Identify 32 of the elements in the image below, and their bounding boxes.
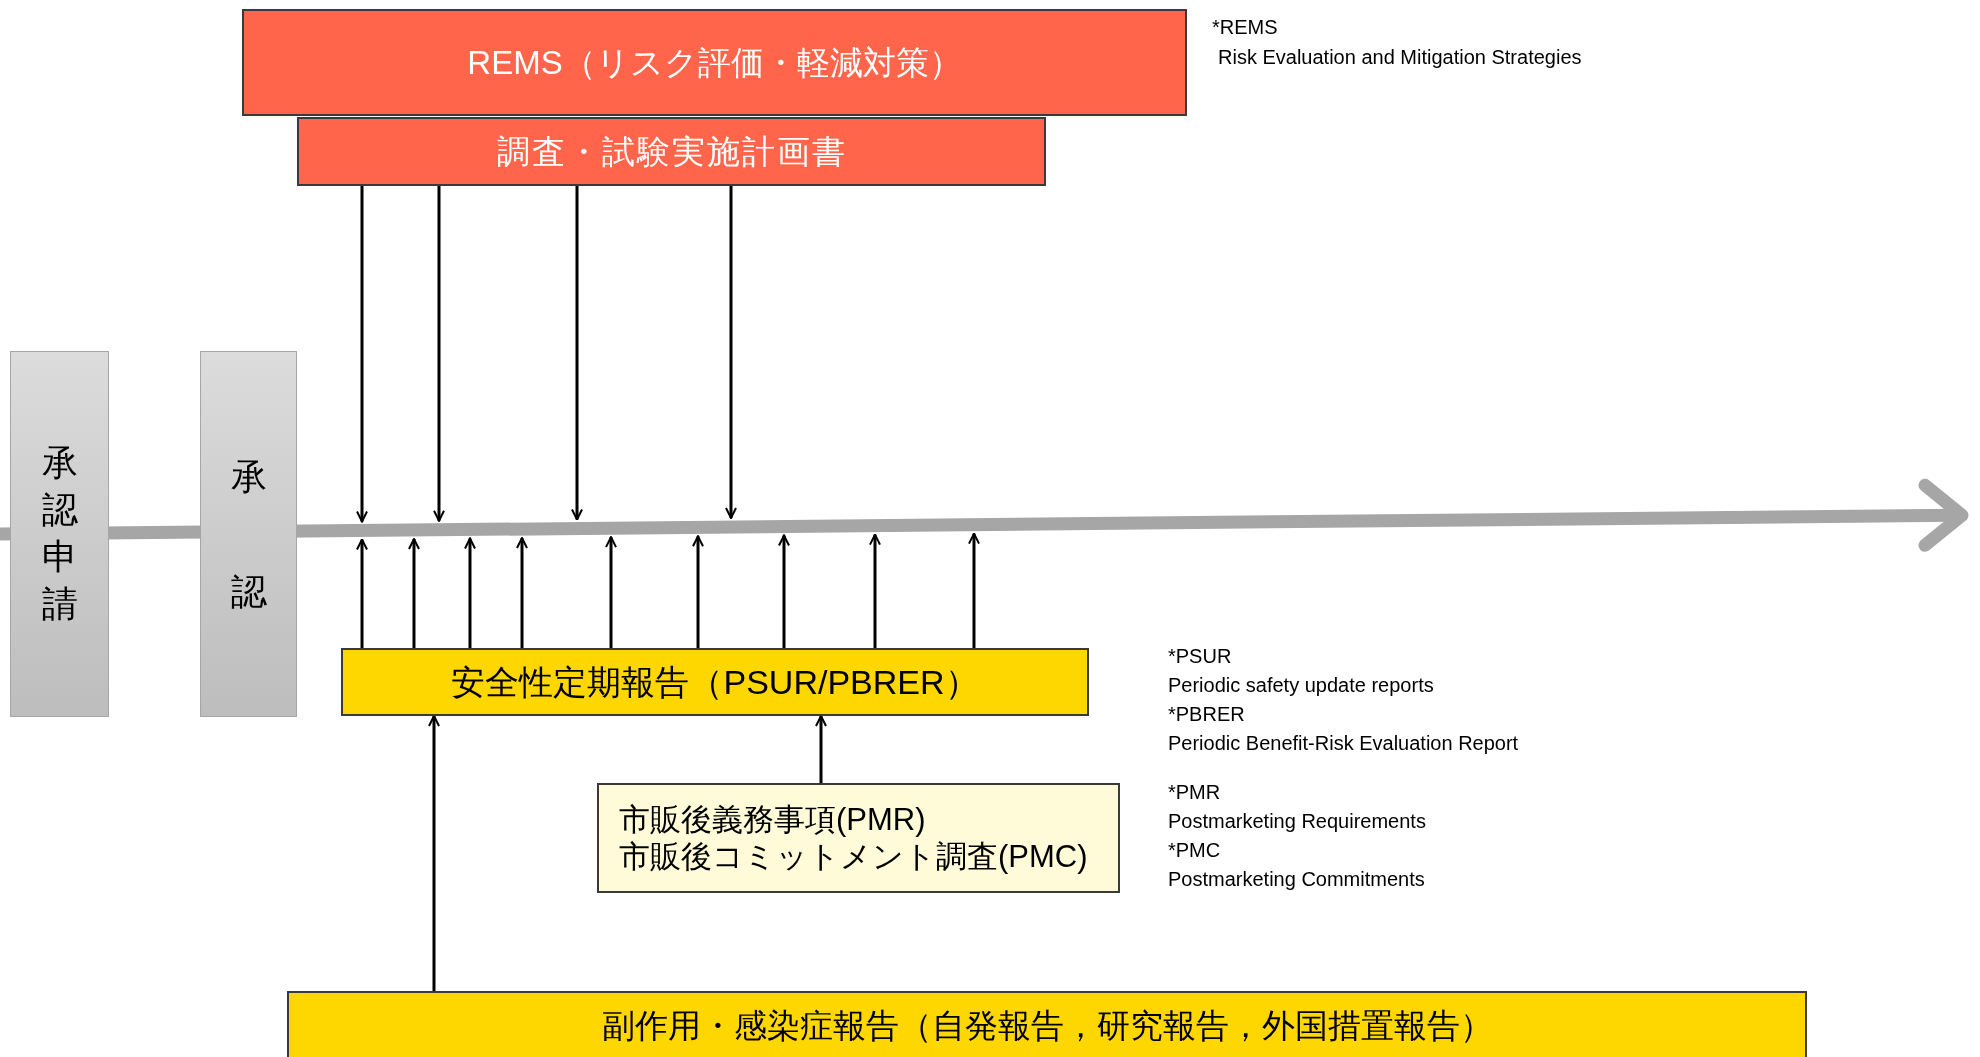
milestone-box: 承認申請	[10, 351, 109, 717]
arrow	[428, 715, 440, 991]
milestone-box: 承認	[200, 351, 297, 717]
note-text: Risk Evaluation and Mitigation Strategies	[1218, 45, 1582, 70]
report-box: 副作用・感染症報告（自発報告，研究報告，外国措置報告）	[287, 991, 1807, 1057]
note-text: Periodic safety update reports	[1168, 673, 1434, 698]
arrow	[869, 533, 881, 648]
arrow	[968, 532, 980, 648]
arrow	[433, 186, 445, 522]
note-text: *PMC	[1168, 838, 1221, 863]
arrow	[356, 186, 368, 523]
note-text: Postmarketing Requirements	[1168, 809, 1426, 834]
note-text: Postmarketing Commitments	[1168, 867, 1425, 892]
arrow	[408, 538, 420, 648]
arrow	[571, 186, 583, 521]
plan-box: 調査・試験実施計画書	[297, 117, 1046, 186]
note-text: *PSUR	[1168, 644, 1232, 669]
requirement-box: 市販後義務事項(PMR) 市販後コミットメント調査(PMC)	[597, 783, 1120, 893]
arrow	[692, 535, 704, 648]
note-text: *PMR	[1168, 780, 1221, 805]
note-text: *REMS	[1212, 15, 1278, 40]
arrow	[605, 536, 617, 648]
note-text: Periodic Benefit-Risk Evaluation Report	[1168, 731, 1519, 756]
arrow	[516, 537, 528, 648]
arrow	[464, 537, 476, 648]
arrow	[356, 538, 368, 648]
strategy-box: REMS（リスク評価・軽減対策）	[242, 9, 1187, 116]
report-box: 安全性定期報告（PSUR/PBRER）	[341, 648, 1089, 716]
arrow	[778, 534, 790, 648]
note-text: *PBRER	[1168, 702, 1245, 727]
arrow	[815, 715, 827, 783]
arrow	[725, 186, 737, 519]
